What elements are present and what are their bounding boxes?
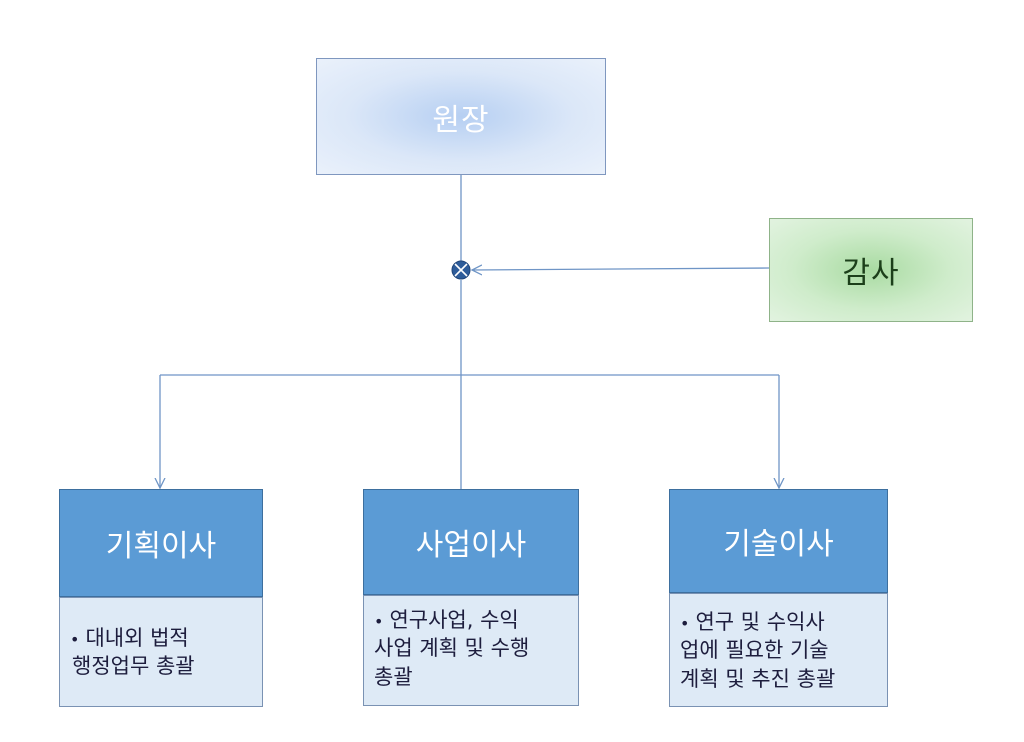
duty-line: 행정업무 총괄 [72, 654, 195, 679]
duty-line: 업에 필요한 기술 [680, 638, 829, 663]
junction-icon [451, 260, 471, 280]
bullet-icon: • [70, 630, 80, 649]
connector-auditor-junction [472, 268, 770, 270]
planning-director-duties: •대내외 법적 행정업무 총괄 [59, 597, 263, 707]
tech-director-header: 기술이사 [669, 489, 888, 593]
director-label: 원장 [432, 102, 490, 138]
business-director-title: 사업이사 [415, 528, 527, 563]
duty-line: •연구 및 수익사 [680, 610, 825, 634]
bullet-icon: • [680, 614, 690, 633]
business-director-duties: •연구사업, 수익 사업 계획 및 수행 총괄 [363, 595, 579, 706]
duty-line: 사업 계획 및 수행 [374, 636, 530, 661]
duty-line: •대내외 법적 [70, 626, 189, 650]
bullet-icon: • [374, 612, 384, 631]
duty-line: 총괄 [374, 664, 413, 689]
auditor-box: 감사 [769, 218, 973, 322]
tech-director-title: 기술이사 [723, 527, 834, 562]
duty-line: 계획 및 추진 총괄 [680, 666, 836, 691]
business-director-header: 사업이사 [363, 489, 579, 595]
planning-director-title: 기획이사 [105, 529, 217, 564]
planning-director-header: 기획이사 [59, 489, 263, 597]
director-box: 원장 [316, 58, 606, 175]
tech-director-duties: •연구 및 수익사 업에 필요한 기술 계획 및 추진 총괄 [669, 593, 888, 707]
duty-line: •연구사업, 수익 [374, 608, 519, 632]
auditor-label: 감사 [842, 256, 900, 291]
